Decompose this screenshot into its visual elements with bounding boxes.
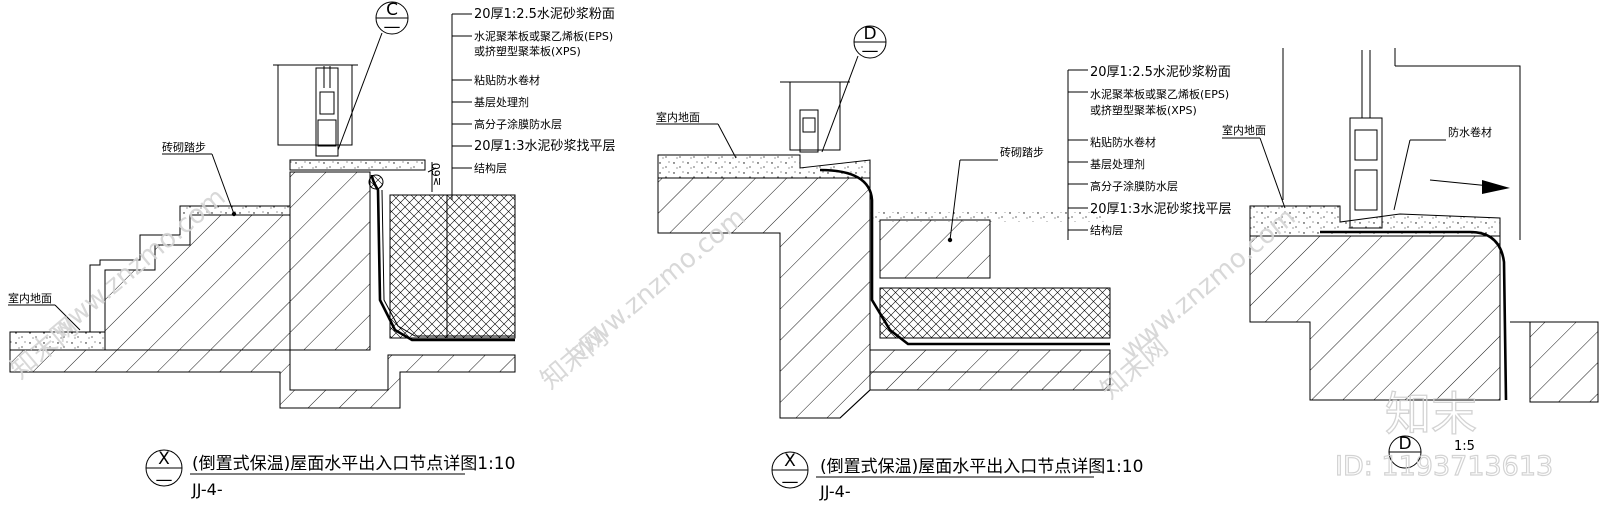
detail-1-code: JJ-4- <box>191 480 223 499</box>
detail-2-code: JJ-4- <box>819 482 851 501</box>
door-frame <box>315 67 339 157</box>
insulation-board-2 <box>879 287 1111 339</box>
label-2-6: 高分子涂膜防水层 <box>1090 179 1178 193</box>
title-bubble-2-top: X <box>784 451 796 471</box>
waterproof-membrane-2 <box>819 168 1110 346</box>
label-2-8: 结构层 <box>1090 223 1123 237</box>
floor-label-2: 室内地面 <box>656 110 700 124</box>
detail-1-title: (倒置式保温)屋面水平出入口节点详图1:10 <box>192 454 515 474</box>
door-frame-2 <box>799 109 819 153</box>
step-label: 砖砌踏步 <box>162 140 206 154</box>
detail-1: ≥60 C — 20厚1:2.5水泥砂浆粉面 水泥聚苯板或聚乙烯板(EPS) 或… <box>8 0 615 499</box>
title-bubble-3-scale: 1:5 <box>1454 439 1475 454</box>
label-2-3: 或挤塑型聚苯板(XPS) <box>1090 103 1197 117</box>
structural-slab-2 <box>657 177 871 419</box>
label-2-4: 粘贴防水卷材 <box>1090 135 1156 149</box>
floor-screed-2 <box>657 154 871 179</box>
title-bubble-1-top: X <box>158 449 170 469</box>
dim-label: ≥60 <box>430 163 443 186</box>
title-bubble-1-bottom: — <box>156 470 173 490</box>
structural-slab-3 <box>1249 235 1501 401</box>
watermark-brand-big: 知末 <box>1385 387 1477 441</box>
label-7: 20厚1:3水泥砂浆找平层 <box>474 139 615 154</box>
label-2-1: 20厚1:2.5水泥砂浆粉面 <box>1090 65 1231 80</box>
label-2: 水泥聚苯板或聚乙烯板(EPS) <box>474 29 613 43</box>
insulation-board <box>389 194 516 339</box>
detail-3: 室内地面 防水卷材 D 1:5 <box>1222 48 1599 469</box>
label-2-2: 水泥聚苯板或聚乙烯板(EPS) <box>1090 87 1229 101</box>
structural-slab <box>9 349 516 409</box>
title-bubble-3-top: D <box>1398 434 1411 454</box>
floor-label-3: 室内地面 <box>1222 123 1266 137</box>
detail-2: D — 20厚1:2.5水泥砂浆粉面 水泥聚苯板或聚乙烯板(EPS) 或挤塑型聚… <box>656 24 1231 501</box>
membrane-label-3: 防水卷材 <box>1448 125 1492 139</box>
label-1: 20厚1:2.5水泥砂浆粉面 <box>474 7 615 22</box>
detail-2-title: (倒置式保温)屋面水平出入口节点详图1:10 <box>820 457 1143 477</box>
callout-bubble-d-label: D <box>863 24 876 44</box>
callout-bubble-c-label: C <box>386 0 398 20</box>
label-5: 基层处理剂 <box>474 95 529 109</box>
step-label-2: 砖砌踏步 <box>1000 145 1044 159</box>
label-8: 结构层 <box>474 161 507 175</box>
callout-bubble-d-sub: — <box>862 41 879 61</box>
title-bubble-2-bottom: — <box>782 472 799 492</box>
label-6: 高分子涂膜防水层 <box>474 117 562 131</box>
waterproof-membrane-3 <box>1320 230 1508 401</box>
watermark-id: ID: 1193713613 <box>1335 451 1553 482</box>
floor-label: 室内地面 <box>8 291 52 305</box>
label-2-7: 20厚1:3水泥砂浆找平层 <box>1090 202 1231 217</box>
brick-step-2 <box>879 219 991 279</box>
label-2-5: 基层处理剂 <box>1090 157 1145 171</box>
label-4: 粘贴防水卷材 <box>474 73 540 87</box>
callout-bubble-c-sub: — <box>384 17 401 37</box>
label-3: 或挤塑型聚苯板(XPS) <box>474 44 581 58</box>
door-frame-3 <box>1349 117 1383 229</box>
upstand-wall <box>289 171 371 351</box>
